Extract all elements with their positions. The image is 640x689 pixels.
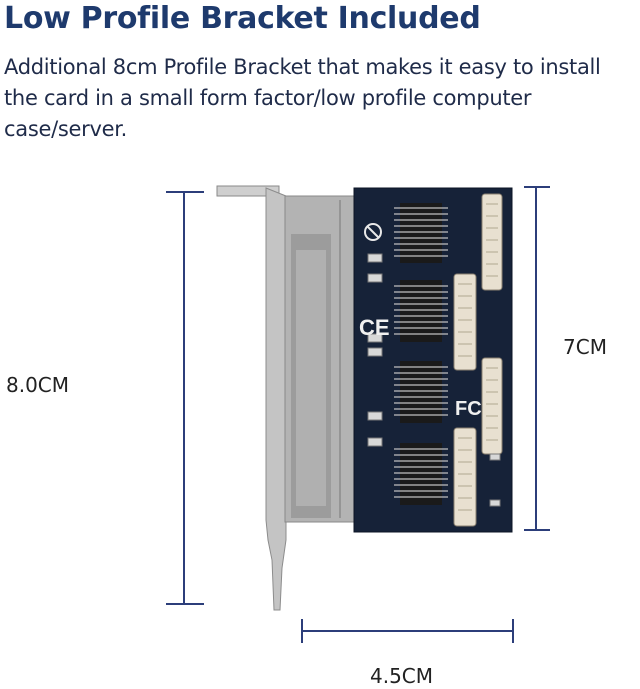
dimension-line-depth — [301, 619, 514, 643]
low-profile-bracket — [216, 185, 356, 611]
card-depth-label: 4.5CM — [370, 664, 434, 688]
card-height-label: 7CM — [563, 335, 607, 359]
ce-mark: CE — [359, 315, 390, 340]
small-components — [367, 253, 501, 507]
dimension-line-height — [166, 191, 204, 605]
page-title: Low Profile Bracket Included — [4, 1, 481, 36]
page-description: Additional 8cm Profile Bracket that make… — [4, 55, 601, 141]
dimension-line-width — [524, 186, 550, 531]
connectors — [453, 193, 503, 527]
board-markings — [364, 223, 382, 241]
fcc-mark: FC — [455, 398, 482, 420]
bracket-height-label: 8.0CM — [6, 373, 70, 397]
chips — [400, 203, 442, 505]
